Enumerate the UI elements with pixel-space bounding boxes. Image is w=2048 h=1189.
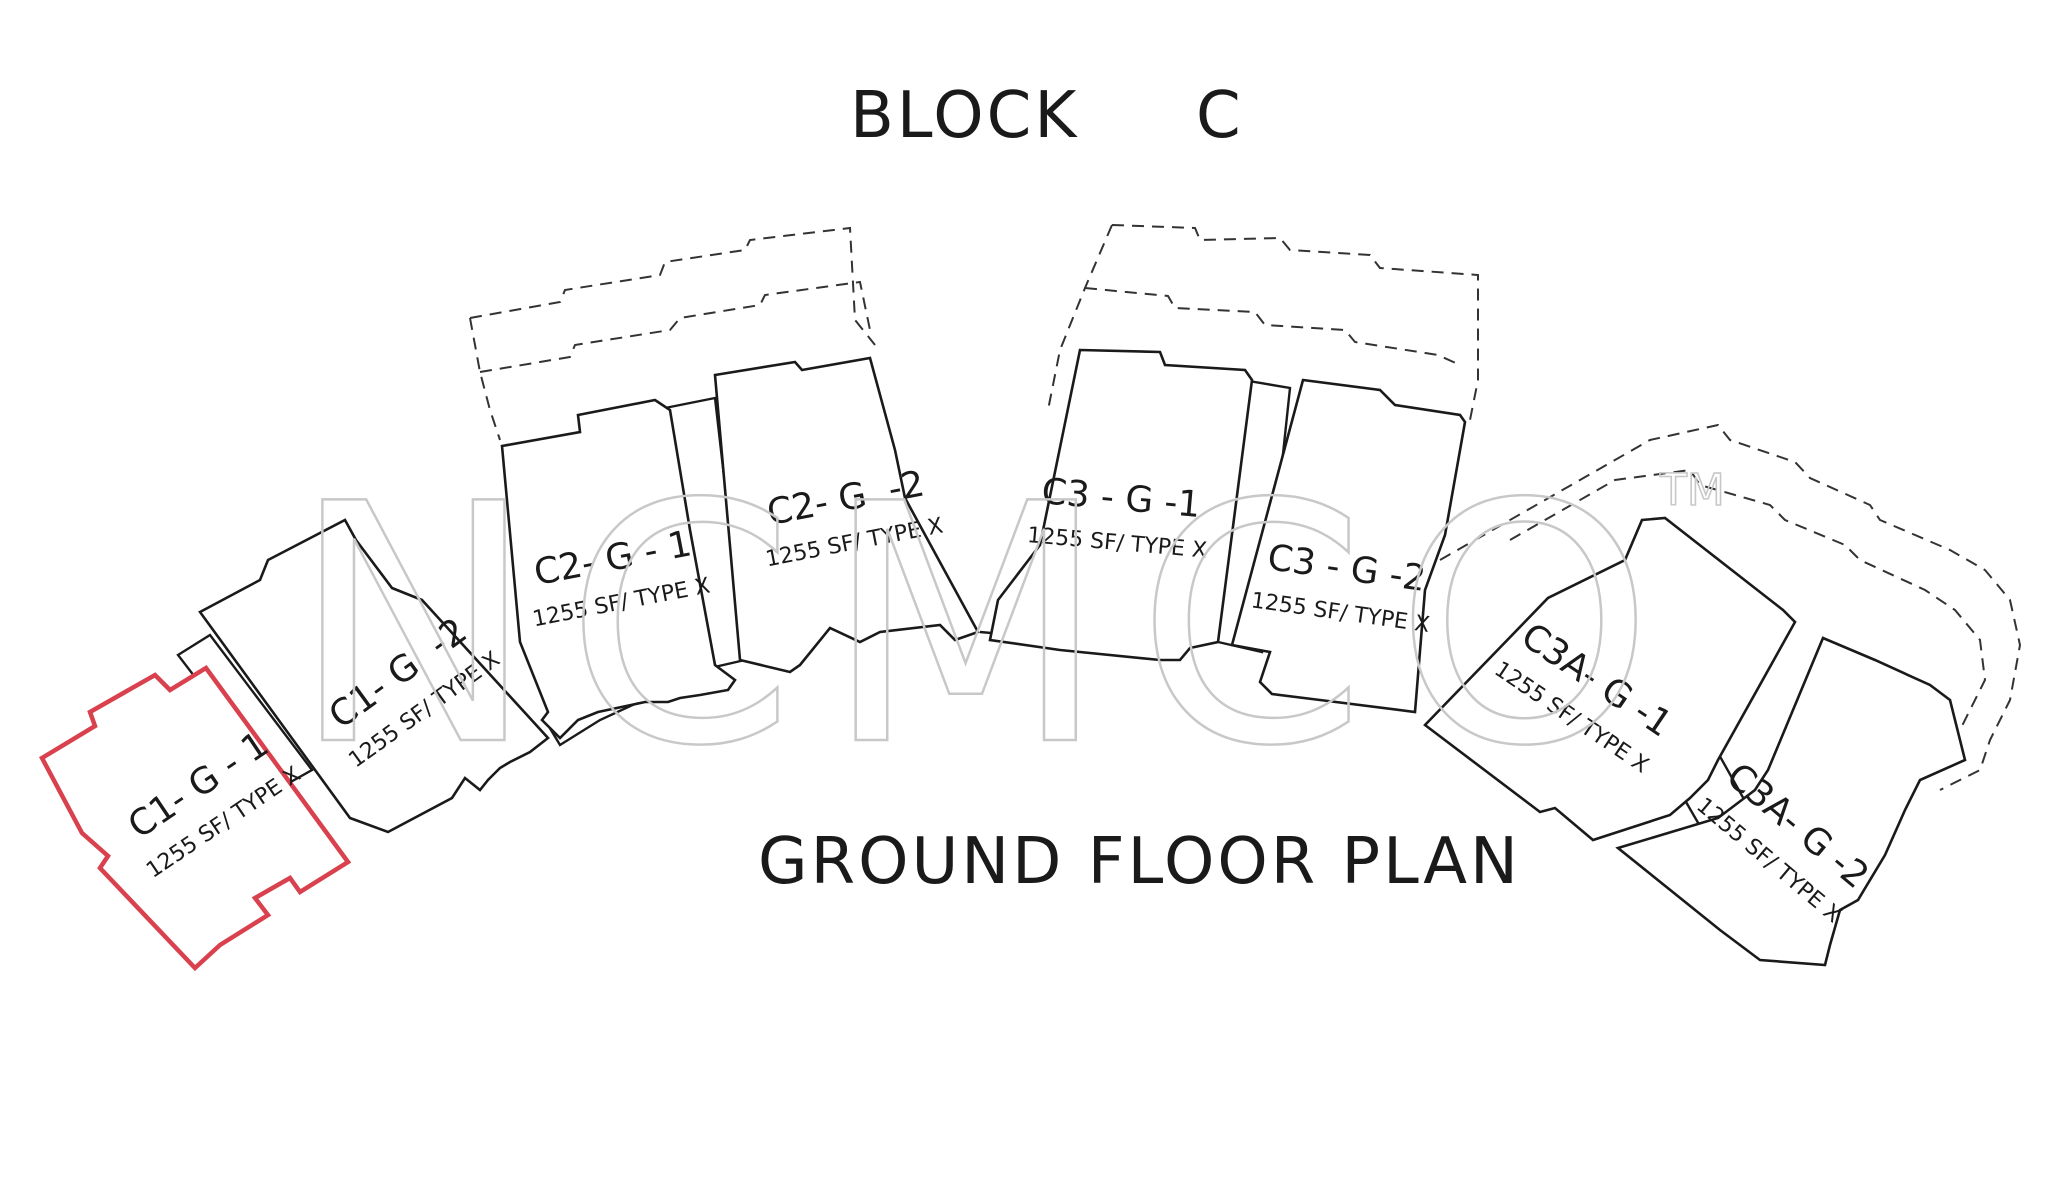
unit-c3-g-2-outline (1230, 378, 1467, 714)
watermark-logo: NCMCO (290, 434, 1682, 818)
unit-c1-g-2-outline (198, 518, 550, 834)
unit-c2-g-2-outline (713, 356, 980, 674)
unit-c3-g-1-outline (988, 348, 1254, 662)
watermark-trademark: TM (1659, 465, 1725, 516)
unit-c2-g-1-outline (500, 398, 737, 740)
unit-c3a-g-1-outline (1423, 516, 1797, 842)
watermark: NCMCO TM (289, 433, 1726, 820)
floor-plan-title: GROUND FLOOR PLAN (758, 825, 1521, 899)
block-title: BLOCK C (850, 79, 1244, 153)
upper-floor-outlines (469, 224, 2022, 791)
unit-outlines (39, 348, 1967, 972)
unit-c1-g-1-outline (39, 665, 352, 972)
unit-c3a-g-2-outline (1615, 636, 1967, 967)
